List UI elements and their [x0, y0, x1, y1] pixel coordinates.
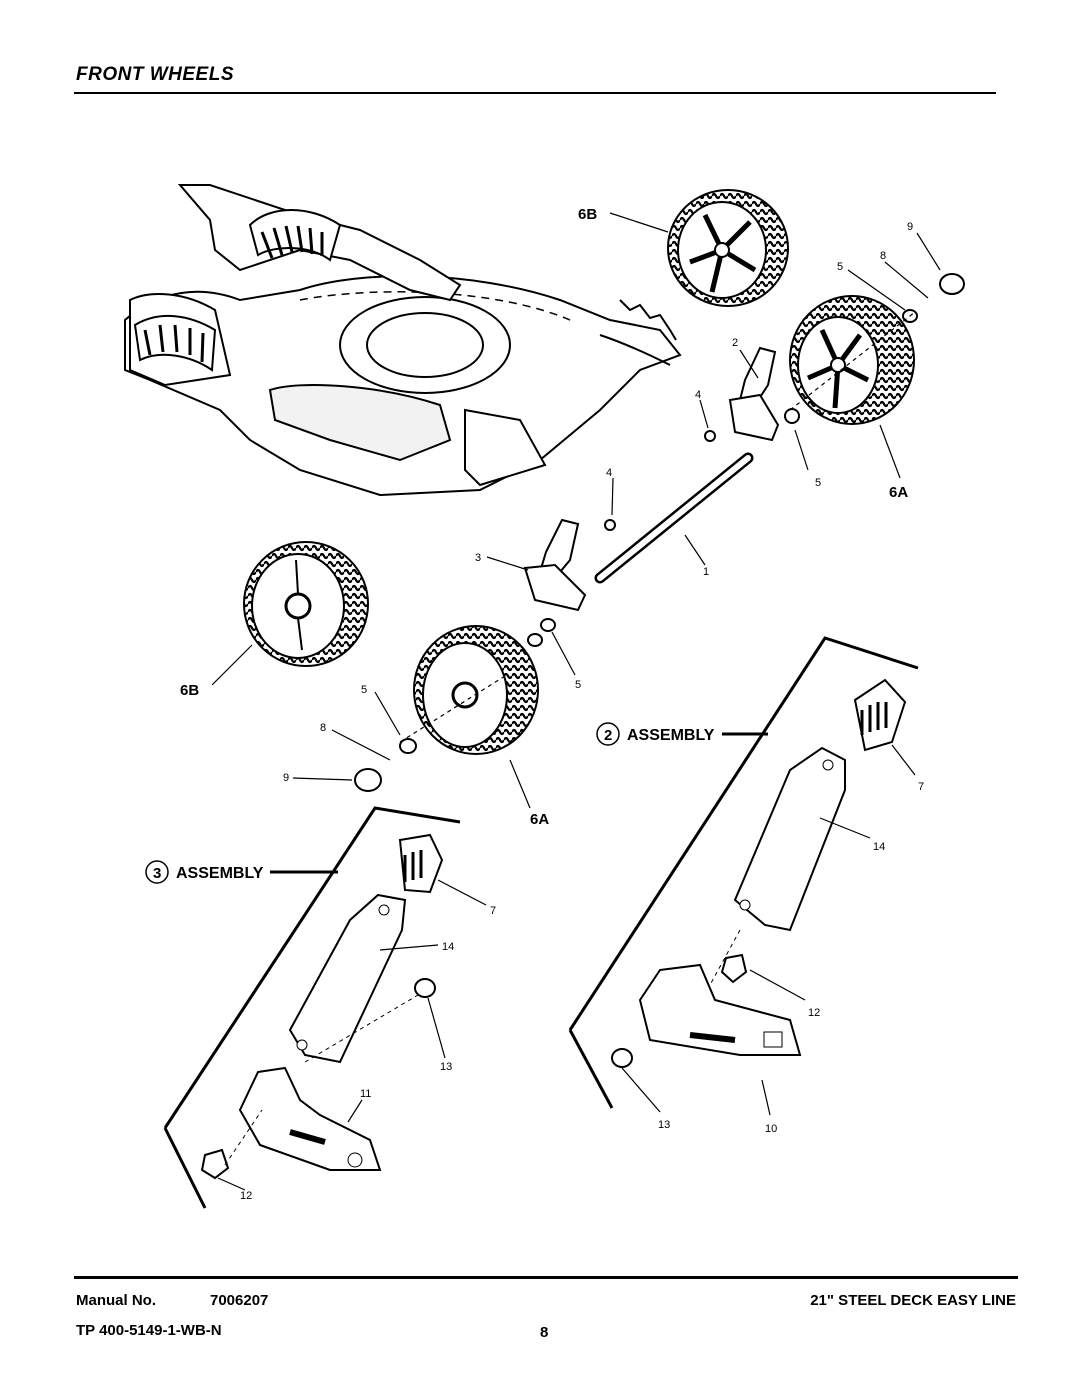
assembly-2-callout-13: 13	[658, 1119, 670, 1131]
callout-1: 1	[703, 566, 709, 578]
leader-lines	[211, 212, 941, 809]
tp-number: TP 400-5149-1-WB-N	[76, 1322, 222, 1339]
callout-5-right: 5	[575, 679, 581, 691]
callout-6b-left: 6B	[180, 682, 199, 699]
assembly-2-title: ASSEMBLY	[627, 727, 715, 744]
assembly-2-callout-10: 10	[765, 1123, 777, 1135]
assembly-3-number: 3	[153, 865, 161, 882]
footer-rule	[74, 1276, 1018, 1279]
assembly-2-label: 2 ASSEMBLY	[596, 722, 768, 746]
axle-rod	[594, 452, 754, 584]
assembly-2-callout-7: 7	[918, 781, 924, 793]
callout-3: 3	[475, 552, 481, 564]
assembly-3-label: 3 ASSEMBLY	[145, 860, 338, 884]
assembly-2-callout-14: 14	[873, 841, 885, 853]
wheel-6a-bottom	[413, 625, 539, 755]
manual-label: Manual No.	[76, 1292, 157, 1309]
callout-6a-bottom: 6A	[530, 811, 549, 828]
assembly-3-callout-7: 7	[490, 905, 496, 917]
model-name: 21" STEEL DECK EASY LINE	[810, 1292, 1016, 1309]
height-bracket-mid	[523, 518, 587, 612]
wheel-6b-top	[667, 189, 789, 307]
assembly-3-callout-14: 14	[442, 941, 454, 953]
callout-9-top: 9	[907, 221, 913, 233]
assembly-3-title: ASSEMBLY	[176, 865, 264, 882]
callout-6b-top: 6B	[578, 206, 597, 223]
callout-4-mid: 4	[606, 467, 612, 479]
callout-5-left: 5	[361, 684, 367, 696]
callout-6a-top: 6A	[889, 484, 908, 501]
wheel-6a-top	[789, 295, 915, 425]
mower-deck	[124, 184, 682, 497]
wheel-6b-left	[243, 541, 369, 667]
height-bracket-top	[728, 346, 780, 442]
assembly-2-panel	[568, 636, 919, 1116]
assembly-3-panel	[163, 806, 487, 1209]
title-rule	[74, 92, 996, 94]
callout-8-left: 8	[320, 722, 326, 734]
assembly-3-callout-11: 11	[360, 1088, 371, 1100]
assembly-2-callout-12: 12	[808, 1007, 820, 1019]
callout-5-mid: 5	[815, 477, 821, 489]
callout-8-top: 8	[880, 250, 886, 262]
callout-9-left: 9	[283, 772, 289, 784]
assembly-3-callout-12: 12	[240, 1190, 252, 1202]
callout-4-top: 4	[695, 389, 701, 401]
page-number: 8	[540, 1324, 549, 1341]
callout-2: 2	[732, 337, 738, 349]
assembly-3-callout-13: 13	[440, 1061, 452, 1073]
page-title: FRONT WHEELS	[76, 64, 234, 85]
assembly-2-number: 2	[604, 727, 612, 744]
callout-5-top: 5	[837, 261, 843, 273]
manual-number: 7006207	[210, 1292, 269, 1309]
